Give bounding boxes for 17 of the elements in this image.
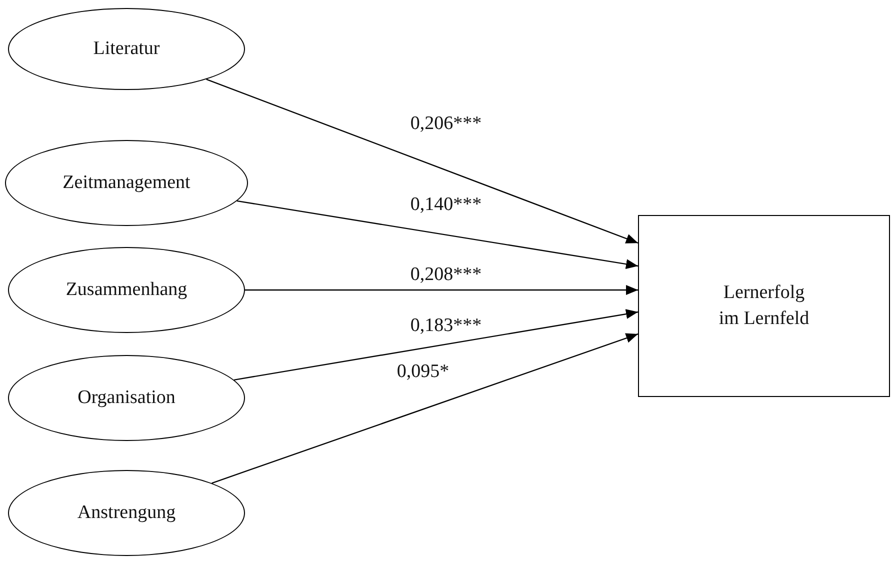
node-label: Zeitmanagement [62,171,190,196]
node-label: Organisation [78,386,176,410]
edge-label: 0,095* [396,361,450,383]
arrow [236,200,638,270]
outcome-box [638,215,890,397]
node-label: Anstrengung [77,501,176,526]
edge-label: 0,183*** [410,315,482,337]
node-label: Zusammenhang [66,278,188,302]
arrow [234,309,638,381]
arrow [245,285,638,295]
arrow [206,78,638,244]
node-label: Lernerfolg im Lernfeld [718,281,810,331]
edge-label: 0,140*** [410,194,482,216]
node-label: Literatur [93,37,160,62]
arrow [212,333,638,484]
edge-label: 0,206*** [410,113,482,135]
edge-label: 0,208*** [410,264,482,286]
